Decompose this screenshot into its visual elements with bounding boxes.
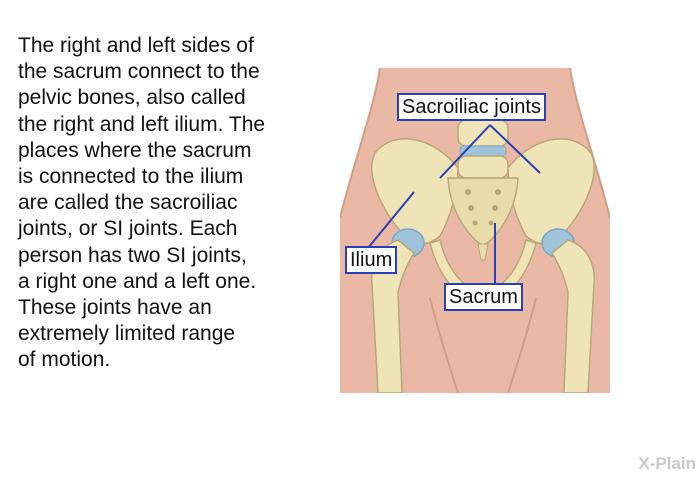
paragraph-line: extremely limited range <box>18 322 236 346</box>
leader-lines <box>367 124 541 283</box>
paragraph-line: These joints have an <box>18 296 212 320</box>
paragraph-line: pelvic bones, also called <box>18 86 246 110</box>
paragraph-line: person has two SI joints, <box>18 243 247 267</box>
paragraph-line: the right and left ilium. The <box>18 112 266 136</box>
paragraph-line: a right one and a left one. <box>18 269 257 293</box>
ilium-label: Ilium <box>345 246 398 274</box>
sacrum-label: Sacrum <box>444 283 523 311</box>
paragraph-line: is connected to the ilium <box>18 165 244 189</box>
description-paragraph: The right and left sides of the sacrum c… <box>18 33 340 374</box>
paragraph-line: the sacrum connect to the <box>18 60 260 84</box>
paragraph-line: joints, or SI joints. Each <box>18 217 238 241</box>
paragraph-line: The right and left sides of <box>18 34 254 57</box>
logo-text: X-Plain <box>638 454 696 473</box>
right-ilium <box>507 138 595 245</box>
paragraph-line: are called the sacroiliac <box>18 191 238 215</box>
paragraph-line: places where the sacrum <box>18 138 252 162</box>
pelvis-drawing <box>340 68 610 393</box>
pelvis-illustration <box>340 68 610 393</box>
sacroiliac-joints-label: Sacroiliac joints <box>397 93 546 121</box>
xplain-logo: X-Plain <box>638 454 696 474</box>
paragraph-line: of motion. <box>18 348 111 372</box>
intervertebral-disc <box>459 145 507 157</box>
right-femur <box>551 239 595 393</box>
